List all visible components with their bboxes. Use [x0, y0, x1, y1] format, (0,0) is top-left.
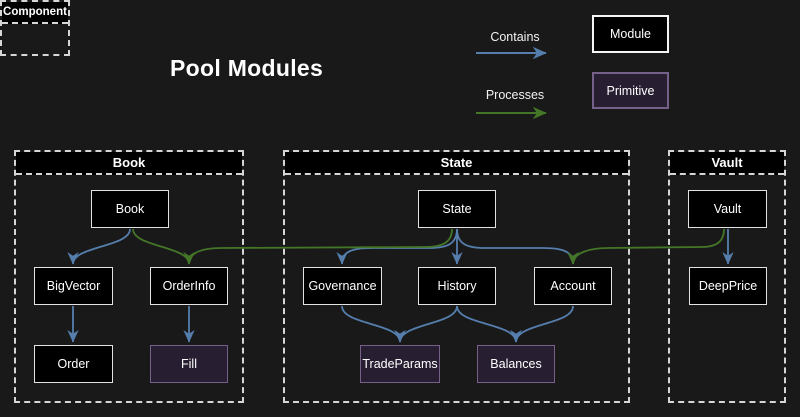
section-state: State — [283, 150, 630, 403]
node-history: History — [418, 267, 496, 305]
processes-arrow-icon — [476, 106, 547, 120]
section-book-header: Book — [16, 152, 242, 175]
legend-component-label: Component — [2, 2, 68, 24]
section-vault: Vault — [668, 150, 786, 403]
node-book: Book — [91, 190, 169, 228]
contains-arrow-icon — [476, 46, 547, 60]
section-book: Book — [14, 150, 244, 403]
node-order: Order — [34, 345, 113, 383]
node-orderinfo: OrderInfo — [150, 267, 228, 305]
legend-processes-label: Processes — [485, 88, 545, 102]
page-title: Pool Modules — [170, 55, 324, 81]
node-balances: Balances — [477, 345, 555, 383]
legend-component-box: Component — [0, 0, 70, 56]
node-deepprice: DeepPrice — [689, 267, 767, 305]
node-state: State — [418, 190, 496, 228]
node-vault: Vault — [688, 190, 767, 228]
section-state-header: State — [285, 152, 628, 175]
legend-primitive-box: Primitive — [592, 72, 669, 109]
legend: Contains Processes Module Primitive Comp… — [0, 0, 800, 120]
legend-contains-label: Contains — [490, 30, 540, 44]
node-fill: Fill — [150, 345, 228, 383]
legend-module-box: Module — [592, 15, 669, 53]
node-tradeparams: TradeParams — [360, 345, 440, 383]
node-bigvector: BigVector — [34, 267, 113, 305]
node-governance: Governance — [303, 267, 382, 305]
section-vault-header: Vault — [670, 152, 784, 175]
node-account: Account — [534, 267, 612, 305]
